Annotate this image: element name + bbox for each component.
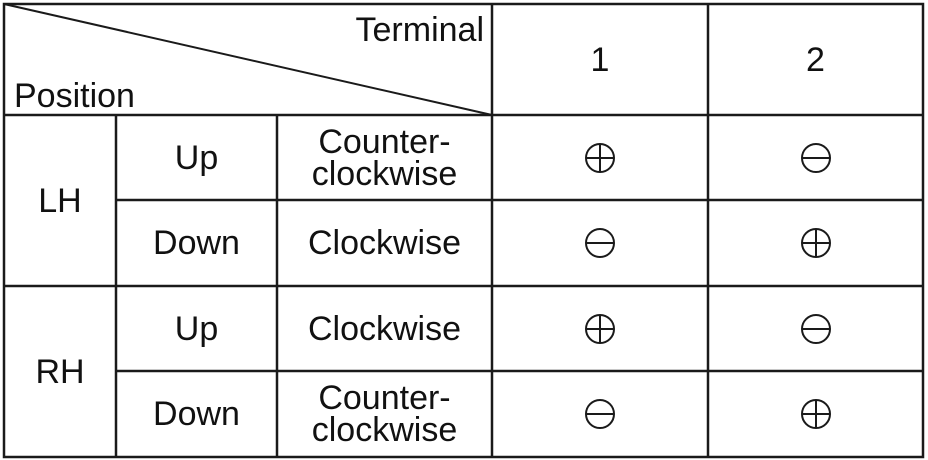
- rotation-cell: Counter- clockwise: [311, 122, 458, 193]
- terminal-1-cell: [492, 371, 708, 457]
- direction-cell: Up: [174, 309, 219, 348]
- rotation-cell: Counter- clockwise: [311, 379, 458, 449]
- terminal-2-cell: [708, 200, 923, 286]
- circled-plus-icon: [800, 399, 831, 429]
- direction-cell: Down: [153, 224, 240, 262]
- direction-cell: Down: [153, 395, 240, 433]
- terminal-header-label: Terminal: [355, 11, 484, 49]
- terminal-2-cell: [708, 371, 923, 457]
- position-header-label: Position: [14, 77, 135, 115]
- terminal-1-cell: [492, 115, 708, 200]
- circled-minus-icon: [585, 399, 615, 429]
- terminal-1-cell: [492, 286, 708, 371]
- rotation-cell: Clockwise: [307, 309, 462, 348]
- rotation-cell: Clockwise: [307, 224, 462, 262]
- circled-minus-icon: [800, 142, 831, 173]
- direction-cell: Up: [174, 138, 219, 177]
- circled-plus-icon: [585, 142, 615, 173]
- terminal-1-header: 1: [590, 40, 610, 79]
- circled-minus-icon: [585, 228, 615, 258]
- terminal-2-cell: [708, 115, 923, 200]
- group-label-rh: RH: [35, 352, 85, 391]
- terminal-1-cell: [492, 200, 708, 286]
- group-label-lh: LH: [38, 181, 82, 220]
- circled-plus-icon: [585, 313, 615, 344]
- terminal-2-cell: [708, 286, 923, 371]
- terminal-2-header: 2: [806, 40, 825, 79]
- circled-plus-icon: [800, 228, 831, 258]
- circled-minus-icon: [800, 313, 831, 344]
